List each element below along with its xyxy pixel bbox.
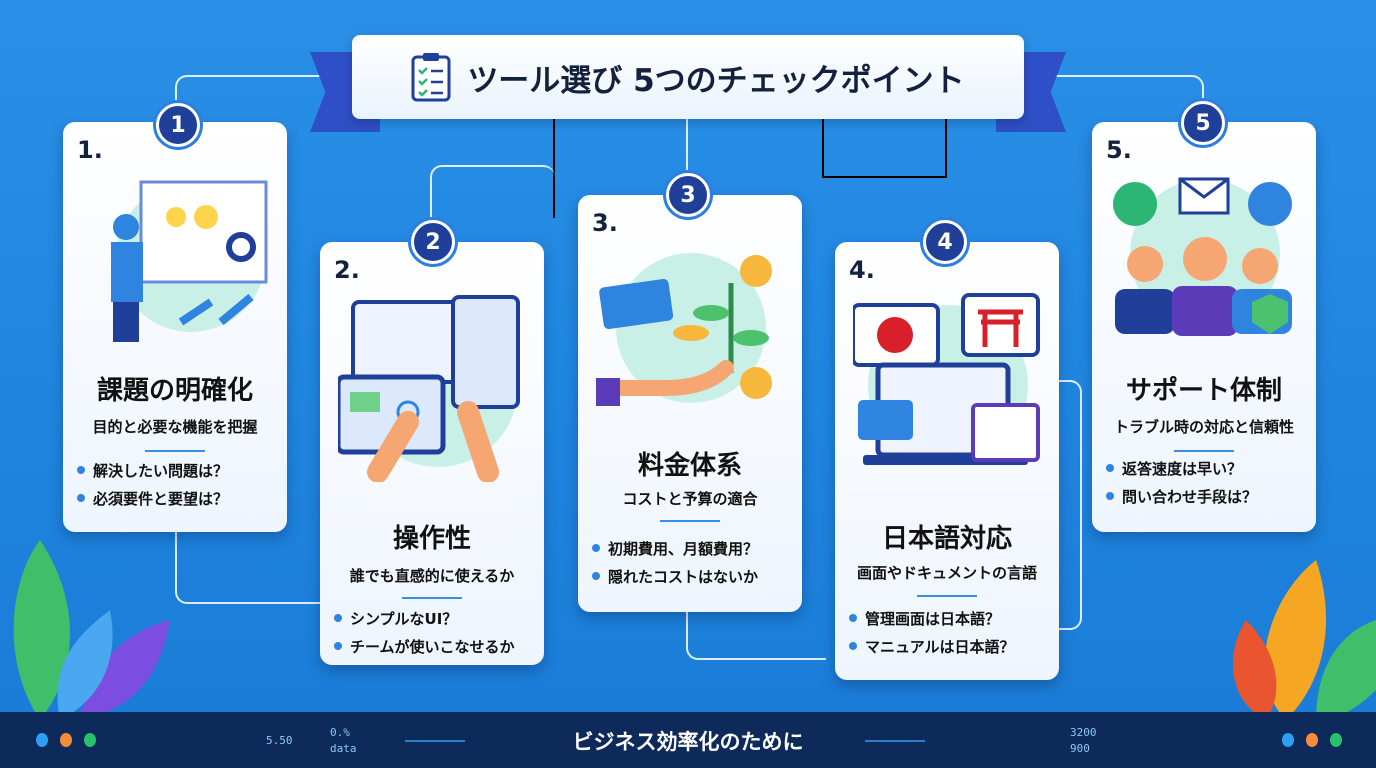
divider bbox=[402, 597, 462, 599]
bullet-item: チームが使いこなせるか bbox=[334, 632, 538, 660]
step-badge-4: 4 bbox=[923, 220, 967, 264]
step-badge-2: 2 bbox=[411, 220, 455, 264]
footer-bar: 5.50 0.% data ビジネス効率化のために 3200 900 bbox=[0, 712, 1376, 768]
touch-devices-icon bbox=[338, 295, 520, 482]
bullet-list: 初期費用、月額費用？ 隠れたコストはないか bbox=[592, 534, 796, 590]
support-team-icon bbox=[1113, 177, 1292, 336]
title-banner: ツール選び 5つのチェックポイント bbox=[352, 35, 1024, 119]
connector-line bbox=[175, 532, 325, 604]
connector-line bbox=[686, 118, 688, 178]
bullet-item: 返答速度は早い？ bbox=[1106, 454, 1310, 482]
checkpoint-card-5: 5. サポート体制 トラブル時の対応と信頼性 返答速度は早い？ 問い合わせ手段は… bbox=[1092, 122, 1316, 532]
presentation-ideas-icon bbox=[111, 180, 268, 342]
divider bbox=[865, 740, 925, 742]
card-title: 課題の明確化 bbox=[96, 376, 253, 406]
card-subtitle: 目的と必要な機能を把握 bbox=[92, 418, 258, 436]
bullet-item: シンプルなUI？ bbox=[334, 604, 538, 632]
japanese-language-icon bbox=[853, 293, 1040, 465]
leaf-decoration-right bbox=[1232, 560, 1376, 720]
divider bbox=[145, 450, 205, 452]
dot-icon bbox=[60, 733, 72, 747]
stat-value: 900 bbox=[1070, 742, 1090, 755]
divider bbox=[660, 520, 720, 522]
dot-icon bbox=[1330, 733, 1342, 747]
connector-line bbox=[1058, 380, 1082, 630]
connector-line bbox=[430, 118, 555, 218]
step-badge-1: 1 bbox=[156, 103, 200, 147]
checkpoint-card-1: 1. 課題の明確化 目的と必要な機能を把握 解決したい問題は？ 必須要件と要望は… bbox=[63, 122, 287, 532]
dot-icon bbox=[1282, 733, 1294, 747]
stat-value: 0.% bbox=[330, 726, 350, 739]
stat-value: 5.50 bbox=[266, 734, 293, 747]
card-title: 操作性 bbox=[392, 524, 471, 554]
stat-value: 3200 bbox=[1070, 726, 1097, 739]
bullet-item: 隠れたコストはないか bbox=[592, 562, 796, 590]
card-subtitle: 画面やドキュメントの言語 bbox=[856, 564, 1037, 582]
clipboard-checklist-icon bbox=[411, 53, 451, 102]
bullet-list: 管理画面は日本語？ マニュアルは日本語？ bbox=[849, 604, 1053, 660]
bullet-list: 解決したい問題は？ 必須要件と要望は？ bbox=[77, 456, 281, 512]
checkpoint-card-2: 2. 操作性 誰でも直感的に使えるか シンプルなUI？ チームが使いこなせるか bbox=[320, 242, 544, 665]
checkpoint-card-4: 4. 日本語対応 画面やドキュメントの言語 管理画面は日本語？ マニュアルは日本… bbox=[835, 242, 1059, 680]
card-number: 2. bbox=[334, 256, 360, 284]
bullet-item: 初期費用、月額費用？ bbox=[592, 534, 796, 562]
card-title: 日本語対応 bbox=[881, 524, 1012, 554]
stat-value: data bbox=[330, 742, 357, 755]
divider bbox=[405, 740, 465, 742]
card-title: サポート体制 bbox=[1125, 376, 1282, 406]
dot-icon bbox=[84, 733, 96, 747]
checkpoint-card-3: 3. 料金体系 コストと予算の適合 初期費用、月額費用？ 隠れたコストはないか bbox=[578, 195, 802, 612]
divider bbox=[917, 595, 977, 597]
footer-text: ビジネス効率化のために bbox=[572, 730, 804, 754]
card-number: 4. bbox=[849, 256, 875, 284]
page-title: ツール選び 5つのチェックポイント bbox=[467, 62, 965, 99]
bullet-item: 問い合わせ手段は？ bbox=[1106, 482, 1310, 510]
connector-line bbox=[686, 612, 826, 660]
bullet-item: マニュアルは日本語？ bbox=[849, 632, 1053, 660]
step-badge-3: 3 bbox=[666, 173, 710, 217]
step-badge-5: 5 bbox=[1181, 101, 1225, 145]
bullet-item: 必須要件と要望は？ bbox=[77, 484, 281, 512]
dot-icon bbox=[36, 733, 48, 747]
connector-line bbox=[1024, 75, 1204, 125]
bullet-list: シンプルなUI？ チームが使いこなせるか bbox=[334, 604, 538, 660]
card-number: 5. bbox=[1106, 136, 1132, 164]
card-subtitle: コストと予算の適合 bbox=[622, 490, 758, 508]
dot-icon bbox=[1306, 733, 1318, 747]
connector-line bbox=[822, 118, 947, 178]
leaf-decoration-left bbox=[13, 540, 170, 720]
bullet-item: 解決したい問題は？ bbox=[77, 456, 281, 484]
card-subtitle: 誰でも直感的に使えるか bbox=[349, 567, 515, 585]
connector-line bbox=[430, 165, 555, 225]
card-number: 1. bbox=[77, 136, 103, 164]
connector-line bbox=[175, 75, 355, 125]
bullet-list: 返答速度は早い？ 問い合わせ手段は？ bbox=[1106, 454, 1310, 510]
money-growth-icon bbox=[596, 253, 772, 406]
card-subtitle: トラブル時の対応と信頼性 bbox=[1113, 418, 1294, 436]
card-number: 3. bbox=[592, 209, 618, 237]
bullet-item: 管理画面は日本語？ bbox=[849, 604, 1053, 632]
divider bbox=[1174, 450, 1234, 452]
card-title: 料金体系 bbox=[637, 451, 742, 481]
